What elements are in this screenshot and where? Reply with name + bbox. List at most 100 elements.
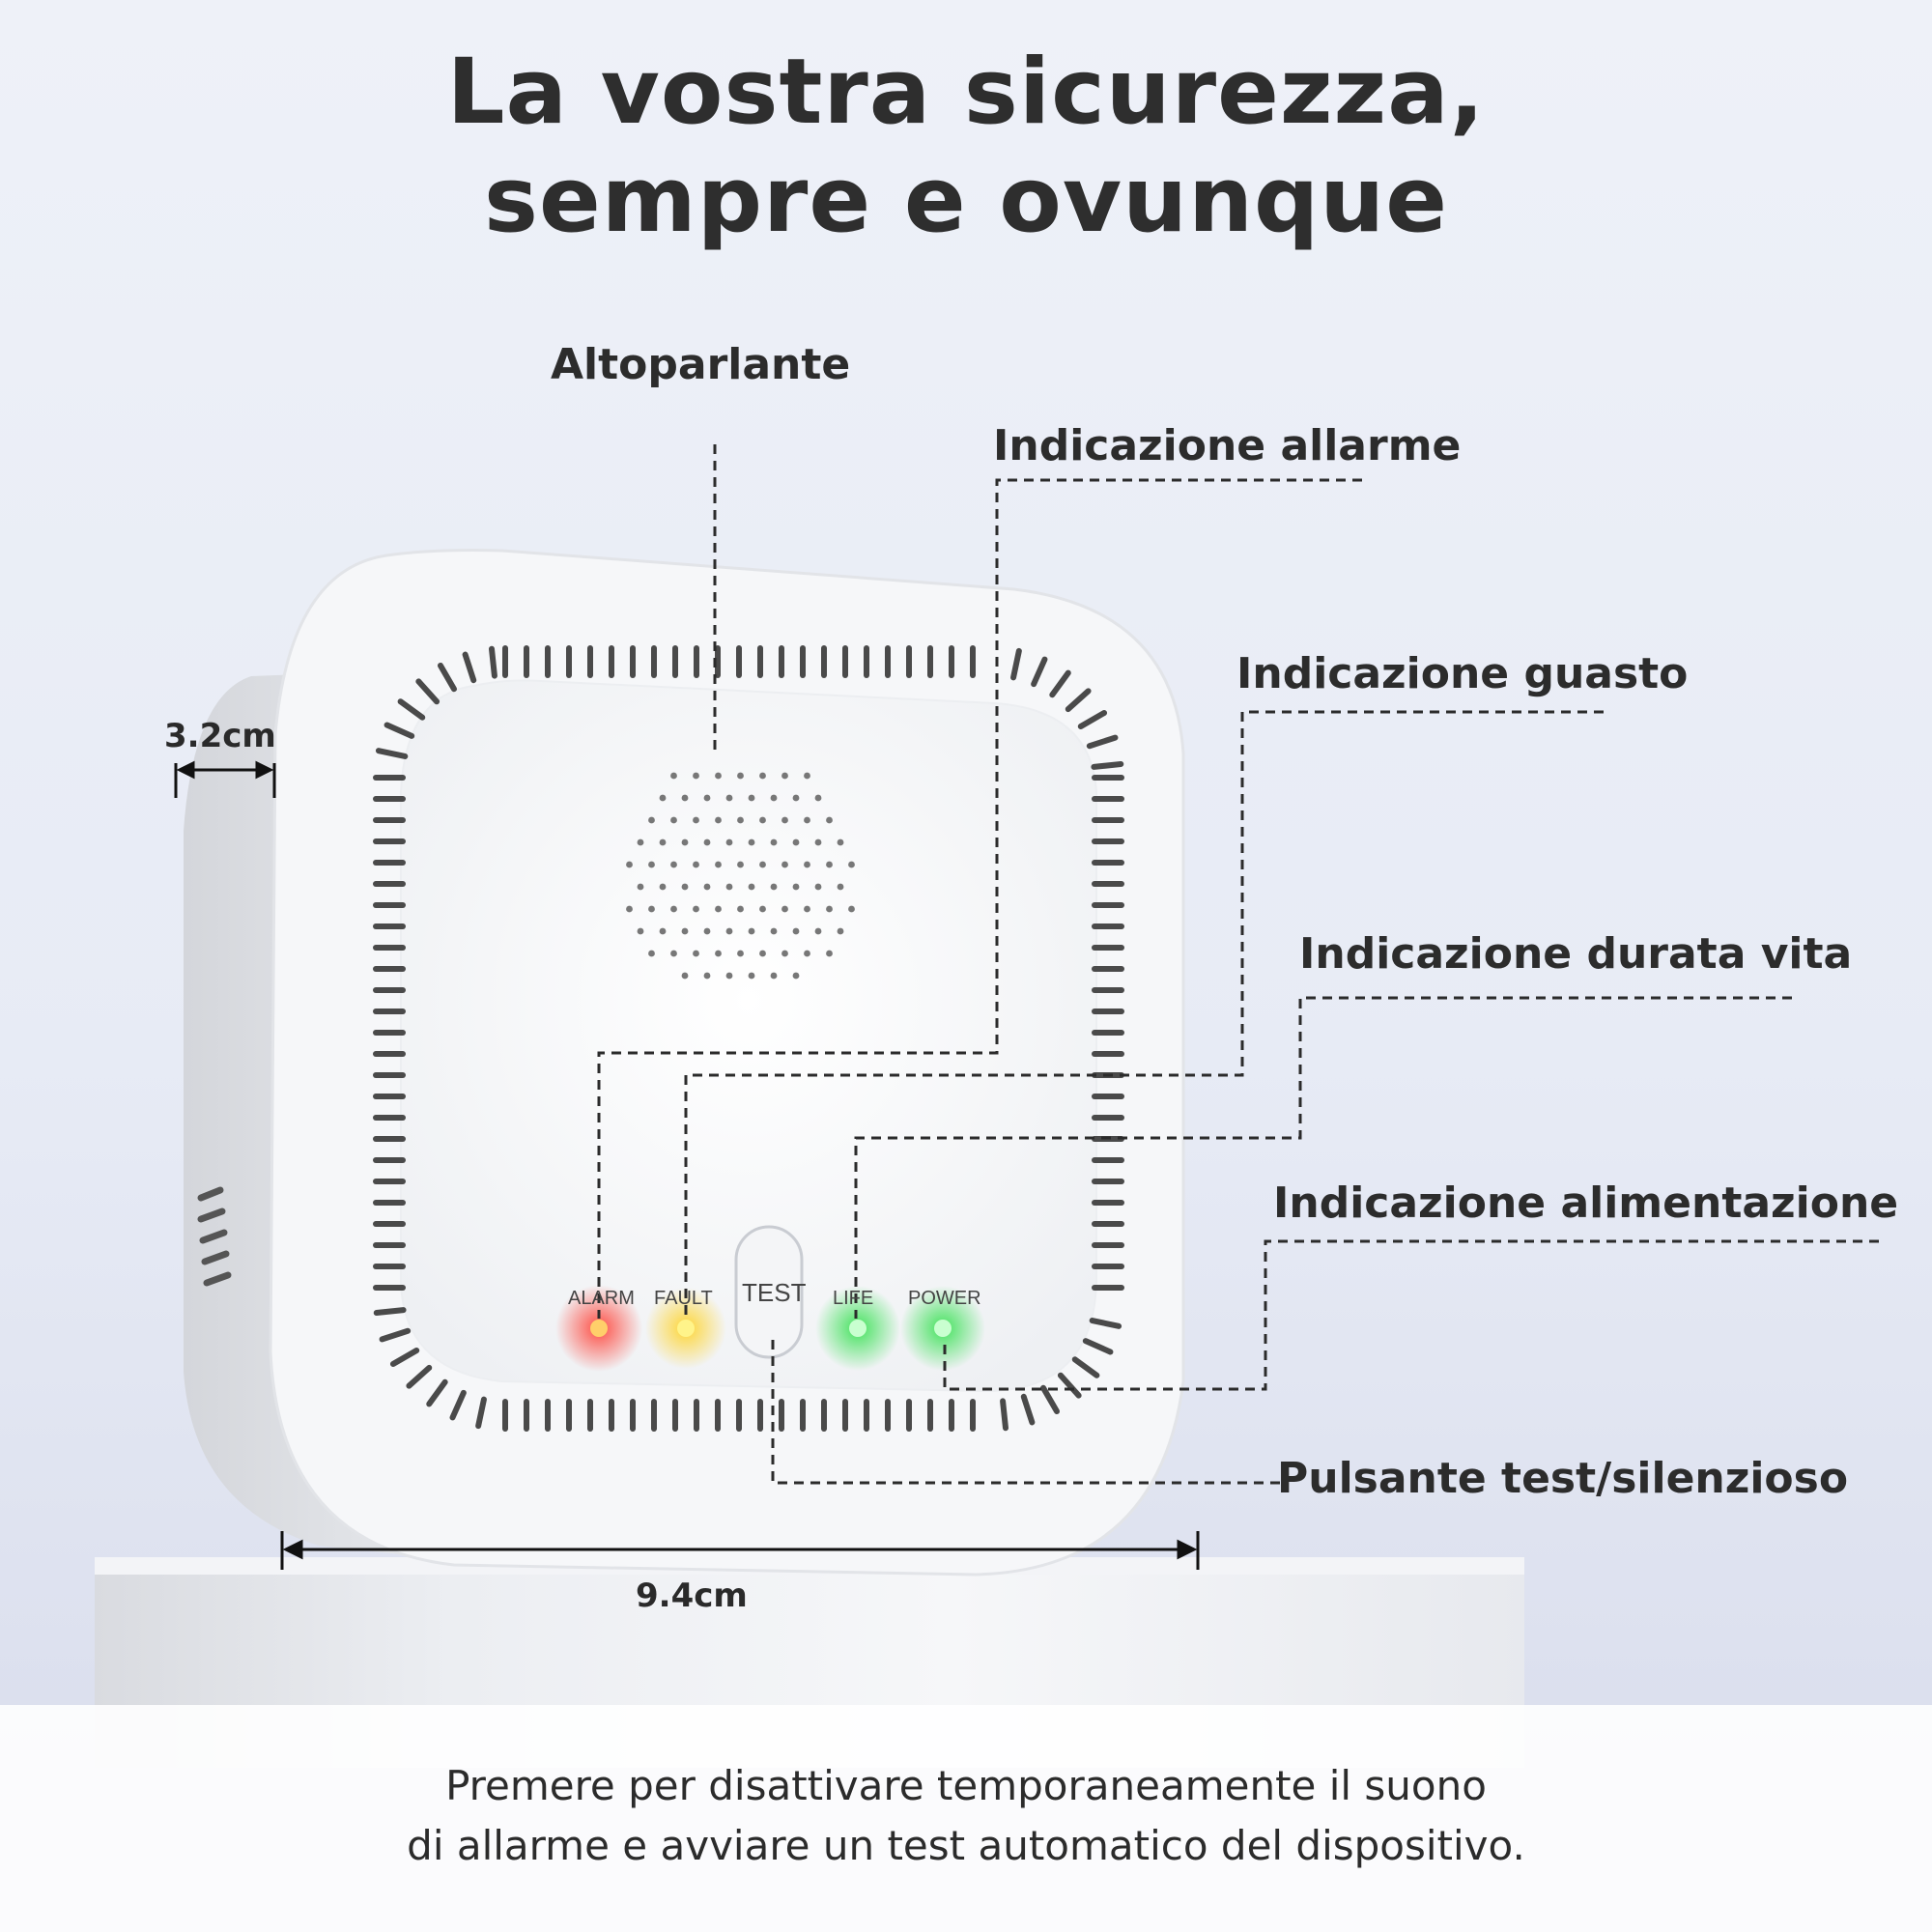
vent-slot bbox=[1049, 669, 1071, 698]
speaker-hole bbox=[725, 972, 733, 980]
leader-life bbox=[854, 996, 1792, 1319]
speaker-hole bbox=[725, 927, 733, 935]
speaker-hole bbox=[681, 838, 689, 846]
vent-slot bbox=[1065, 688, 1092, 713]
speaker-hole bbox=[681, 927, 689, 935]
vent-slot bbox=[438, 662, 457, 693]
callout-fault-indicator: Indicazione guasto bbox=[1236, 649, 1689, 698]
speaker-hole bbox=[770, 972, 778, 980]
side-vents bbox=[197, 1186, 232, 1287]
speaker-hole bbox=[748, 838, 755, 846]
speaker-hole bbox=[770, 927, 778, 935]
speaker-hole bbox=[659, 838, 667, 846]
speaker-hole bbox=[715, 950, 722, 957]
vent-slot bbox=[1071, 1356, 1100, 1378]
led-label-life: LIFE bbox=[833, 1288, 874, 1309]
vent-slot bbox=[389, 1348, 420, 1367]
vent-slot bbox=[384, 722, 415, 739]
page-title: La vostra sicurezza, sempre e ovunque bbox=[0, 39, 1932, 255]
speaker-hole bbox=[792, 838, 800, 846]
vent-slot bbox=[373, 1307, 407, 1317]
speaker-hole bbox=[814, 883, 822, 891]
speaker-hole bbox=[826, 861, 833, 868]
speaker-hole bbox=[725, 794, 733, 802]
speaker-hole bbox=[648, 950, 655, 957]
speaker-hole bbox=[748, 794, 755, 802]
vent-slot bbox=[1000, 1398, 1009, 1432]
callout-speaker: Altoparlante bbox=[551, 340, 851, 389]
led-fault bbox=[645, 1288, 726, 1369]
speaker-hole bbox=[693, 905, 699, 913]
speaker-hole bbox=[804, 950, 810, 957]
vent-slot bbox=[1057, 1372, 1082, 1399]
speaker-hole bbox=[693, 861, 699, 868]
vent-slot bbox=[1086, 734, 1119, 750]
speaker-hole bbox=[759, 861, 766, 868]
speaker-hole bbox=[626, 905, 633, 913]
speaker-hole bbox=[837, 927, 844, 935]
speaker-hole bbox=[748, 972, 755, 980]
speaker-hole bbox=[770, 794, 778, 802]
speaker-hole bbox=[804, 905, 810, 913]
speaker-hole bbox=[748, 927, 755, 935]
speaker-hole bbox=[737, 861, 744, 868]
speaker-hole bbox=[814, 927, 822, 935]
leader-fault bbox=[684, 710, 1604, 1319]
vent-slot bbox=[426, 1378, 448, 1407]
dimension-width-marker bbox=[280, 1531, 1200, 1570]
vent-slot bbox=[488, 645, 497, 679]
speaker-hole bbox=[693, 816, 699, 824]
speaker-hole bbox=[715, 861, 722, 868]
speaker-hole bbox=[637, 838, 644, 846]
led-label-power: POWER bbox=[908, 1288, 981, 1309]
speaker-hole bbox=[681, 794, 689, 802]
leader-alarm bbox=[597, 478, 1362, 1319]
vent-slot bbox=[406, 1364, 433, 1389]
speaker-hole bbox=[781, 772, 788, 780]
vent-slot bbox=[415, 678, 440, 705]
speaker-hole bbox=[725, 883, 733, 891]
speaker-hole bbox=[748, 883, 755, 891]
speaker-hole bbox=[659, 927, 667, 935]
vent-slot bbox=[462, 651, 477, 684]
speaker-hole bbox=[681, 972, 689, 980]
speaker-hole bbox=[637, 883, 644, 891]
speaker-hole bbox=[814, 794, 822, 802]
led-power bbox=[900, 1286, 985, 1371]
speaker-hole bbox=[648, 905, 655, 913]
speaker-hole bbox=[670, 816, 677, 824]
speaker-hole bbox=[715, 772, 722, 780]
speaker-hole bbox=[725, 838, 733, 846]
speaker-hole bbox=[826, 950, 833, 957]
footer-panel bbox=[0, 1705, 1932, 1932]
led-label-alarm: ALARM bbox=[568, 1288, 635, 1309]
speaker-hole bbox=[703, 883, 711, 891]
speaker-hole bbox=[781, 905, 788, 913]
speaker-hole bbox=[781, 816, 788, 824]
speaker-hole bbox=[703, 972, 711, 980]
test-button-label: TEST bbox=[742, 1278, 807, 1307]
leader-test bbox=[771, 1338, 1280, 1485]
test-button bbox=[734, 1225, 804, 1359]
vent-slot bbox=[1010, 647, 1022, 681]
speaker-hole bbox=[693, 772, 699, 780]
speaker-hole bbox=[737, 905, 744, 913]
speaker-hole bbox=[781, 861, 788, 868]
vent-slot bbox=[1040, 1384, 1060, 1415]
speaker-hole bbox=[648, 861, 655, 868]
vent-slot bbox=[449, 1389, 467, 1421]
speaker-hole bbox=[826, 816, 833, 824]
footer-line-1: Premere per disattivare temporaneamente … bbox=[445, 1762, 1487, 1809]
footer-line-2: di allarme e avviare un test automatico … bbox=[407, 1822, 1525, 1869]
speaker-hole bbox=[715, 816, 722, 824]
speaker-hole bbox=[670, 861, 677, 868]
leader-power bbox=[943, 1239, 1879, 1391]
speaker-grille bbox=[626, 772, 855, 980]
speaker-hole bbox=[626, 861, 633, 868]
speaker-hole bbox=[659, 883, 667, 891]
speaker-hole bbox=[670, 950, 677, 957]
vent-slot bbox=[379, 1327, 412, 1343]
leader-lines bbox=[597, 444, 1879, 1485]
speaker-hole bbox=[759, 816, 766, 824]
vent-slot bbox=[1082, 1338, 1114, 1355]
